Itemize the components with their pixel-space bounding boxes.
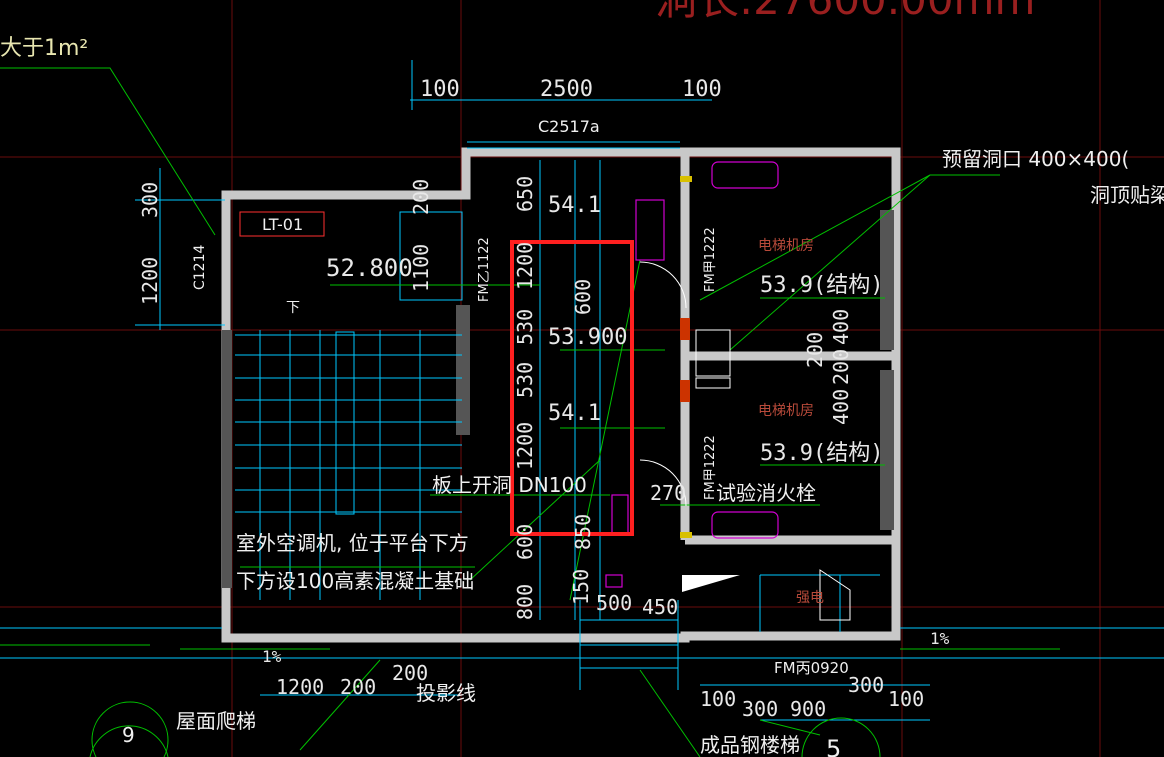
door-bottom-tag: FM丙0920	[774, 659, 849, 677]
shaft-dim-a: 650	[513, 176, 537, 212]
right-dim-a: 400	[829, 309, 853, 345]
bottom-left-dim-b: 200	[340, 675, 376, 699]
elev-room-2: 53.9(结构)	[760, 441, 883, 466]
bottom-dim-a: 500	[596, 591, 632, 615]
bottom-dim-b: 450	[642, 595, 678, 619]
shaft-dim-d: 1200	[513, 242, 537, 290]
shaft-dim-f: 530	[513, 309, 537, 345]
shaft-dim-i: 850	[571, 514, 595, 550]
power-label: 强电	[796, 590, 824, 606]
stair-tag-box	[239, 211, 325, 237]
shaft-dim-k: 150	[569, 569, 593, 605]
shaft-dim-c: 1100	[409, 244, 433, 292]
shaft-dim-l: 800	[513, 584, 537, 620]
bottom-right-dim-b: 300	[742, 697, 778, 721]
door-right-tag-1: FM甲1222	[703, 227, 718, 292]
right-dim-d: 400	[829, 389, 853, 425]
hatched-walls	[222, 210, 894, 588]
elev-a: 54.1	[548, 193, 601, 218]
shaft-dim-j: 600	[513, 524, 537, 560]
white-triangle	[682, 575, 740, 592]
door-swings	[639, 261, 851, 621]
grid-label-left: 9	[122, 723, 135, 747]
shaft-dim-e: 600	[571, 279, 595, 315]
slope-right: 1%	[930, 629, 950, 648]
door-right-tag-2: FM甲1222	[703, 435, 718, 500]
reserved-hole-label: 预留洞口 400×400(	[942, 147, 1129, 171]
elevator-room-label-2: 电梯机房	[758, 403, 814, 419]
hydrant-label: 试验消火栓	[716, 481, 816, 505]
grid-label-right: 5	[826, 735, 841, 757]
slab-hole-label: 板上开洞 DN100	[432, 473, 587, 497]
grid-bubble-left	[91, 701, 169, 757]
down-arrow-label: 下	[286, 300, 300, 316]
ac-note-2: 下方设100高素混凝土基础	[236, 569, 474, 593]
elev-b: 53.900	[548, 325, 627, 350]
hydrant-dim: 270	[650, 481, 686, 505]
note-area: 大于1m²	[0, 36, 88, 61]
bottom-left-dim-c: 200	[392, 661, 428, 685]
door-left-tag: FM乙1122	[477, 237, 492, 302]
elevator-room-label-1: 电梯机房	[758, 238, 814, 254]
cyan-linework	[0, 60, 1164, 721]
bottom-left-dim-a: 1200	[276, 675, 324, 699]
roof-ladder-label: 屋面爬梯	[176, 709, 256, 733]
door-markers	[680, 176, 692, 538]
top-dim-right: 100	[682, 77, 722, 102]
elev-stair: 52.800	[326, 254, 413, 282]
top-title-partial: 洞长:27600.00mm	[655, 0, 1035, 24]
shaft-dim-g: 530	[513, 362, 537, 398]
right-dim-b: 200	[803, 332, 827, 368]
bottom-right-dim-e: 100	[888, 687, 924, 711]
left-dim-upper: 300	[138, 182, 162, 218]
shaft-dim-b: 200	[409, 179, 433, 215]
window-left-tag: C1214	[192, 245, 208, 290]
steel-stair-label: 成品钢楼梯	[700, 733, 800, 757]
green-leaders	[0, 67, 1060, 757]
bottom-right-dim-d: 300	[848, 673, 884, 697]
slope-left: 1%	[262, 647, 282, 666]
building-walls	[221, 147, 901, 643]
window-top-tag: C2517a	[538, 117, 600, 136]
hole-top-note: 洞顶贴梁	[1090, 183, 1164, 207]
left-dim-lower: 1200	[138, 257, 162, 305]
highlight-box	[510, 240, 634, 536]
elev-room-1: 53.9(结构)	[760, 273, 883, 298]
elev-c: 54.1	[548, 401, 601, 426]
projection-label: 投影线	[416, 681, 476, 705]
top-dim-left: 100	[420, 77, 460, 102]
top-dim-middle: 2500	[540, 77, 593, 102]
right-dim-c: 200	[829, 349, 853, 385]
ac-note-1: 室外空调机, 位于平台下方	[236, 531, 469, 555]
shaft-dim-h: 1200	[513, 422, 537, 470]
bottom-right-dim-a: 100	[700, 687, 736, 711]
stair-tag: LT-01	[262, 215, 303, 234]
bottom-right-dim-c: 900	[790, 697, 826, 721]
